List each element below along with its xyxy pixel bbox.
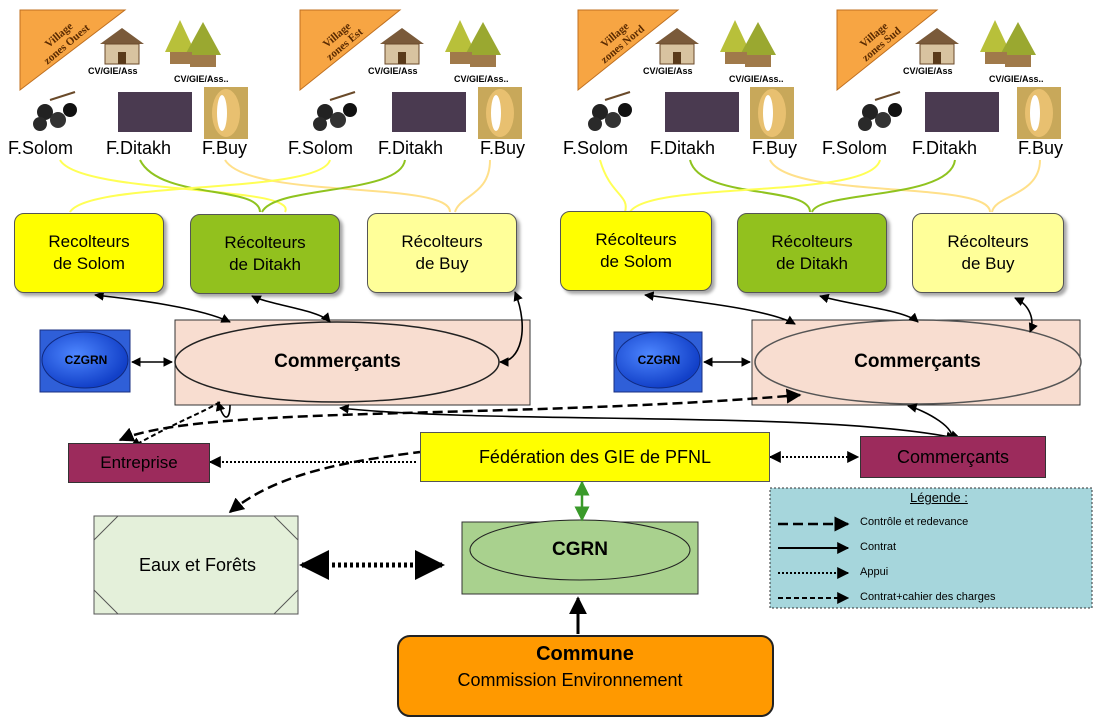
harvesters-product: de Buy <box>961 254 1015 273</box>
harvesters-title: Recolteurs <box>48 232 130 251</box>
village-tag <box>299 9 402 92</box>
legend-item-contract: Contrat <box>860 541 897 553</box>
harvesters-product: de Ditakh <box>776 254 848 273</box>
commune-subtitle: Commission Environnement <box>457 669 683 690</box>
fruit-label-ditakh: F.Ditakh <box>378 138 444 158</box>
harvesters-product: de Ditakh <box>229 255 301 274</box>
harvesters-title: Récolteurs <box>947 232 1029 251</box>
ditakh-fruit-icon <box>392 92 466 132</box>
hut-icon <box>915 28 959 65</box>
legend-item-control: Contrôle et redevance <box>860 516 969 528</box>
fruit-label-solom: F.Solom <box>822 138 888 158</box>
cv-label: CV/GIE/Ass <box>88 66 138 76</box>
ditakh-fruit-icon <box>925 92 999 132</box>
fruit-label-buy: F.Buy <box>1018 138 1064 158</box>
cv-label: CV/GIE/Ass.. <box>729 74 784 84</box>
cv-label: CV/GIE/Ass.. <box>989 74 1044 84</box>
harvesters-title: Récolteurs <box>771 232 853 251</box>
fruit-label-solom: F.Solom <box>288 138 354 158</box>
ditakh-fruit-icon <box>118 92 192 132</box>
solom-fruit-icon <box>313 91 357 131</box>
solom-fruit-icon <box>33 91 77 131</box>
czgrn-label-left: CZGRN <box>64 353 108 367</box>
villages <box>33 20 1061 139</box>
fruit-label-ditakh: F.Ditakh <box>106 138 172 158</box>
entreprise-box: Entreprise <box>68 443 210 483</box>
fruit-label-buy: F.Buy <box>480 138 526 158</box>
cv-label: CV/GIE/Ass <box>643 66 693 76</box>
harvesters-title: Récolteurs <box>595 230 677 249</box>
hut-icon <box>380 28 424 65</box>
village-tag <box>836 9 939 92</box>
eaux-forets-corner-lines <box>93 589 119 615</box>
commune-box <box>397 635 774 717</box>
czgrn-ball-left <box>41 331 129 389</box>
cv-label: CV/GIE/Ass <box>903 66 953 76</box>
hut-icon <box>100 28 144 65</box>
solom-fruit-icon <box>588 91 632 131</box>
harvesters-ditakh-left: Récolteurs de Ditakh <box>190 214 340 294</box>
straw-huts-icon <box>980 20 1036 67</box>
czgrn-label-right: CZGRN <box>637 353 681 367</box>
harvesters-buy-right: Récolteurs de Buy <box>912 213 1064 293</box>
ditakh-fruit-icon <box>665 92 739 132</box>
fruit-label-solom: F.Solom <box>8 138 74 158</box>
support-links <box>208 451 860 468</box>
harvesters-title: Récolteurs <box>224 233 306 252</box>
fruit-connections <box>59 159 1041 213</box>
harvesters-buy-left: Récolteurs de Buy <box>367 213 517 293</box>
eaux-forets-label: Eaux et Forêts <box>138 554 257 575</box>
village-tag <box>577 9 680 92</box>
straw-huts-icon <box>165 20 221 67</box>
harvesters-product: de Buy <box>415 254 469 273</box>
cv-label: CV/GIE/Ass <box>368 66 418 76</box>
eaux-forets-corner-lines <box>273 589 299 615</box>
fruit-label-ditakh: F.Ditakh <box>912 138 978 158</box>
eaux-forets-corner-lines <box>93 515 119 541</box>
fruit-label-solom: F.Solom <box>563 138 629 158</box>
commune-title: Commune <box>536 642 634 665</box>
harvesters-solom-right: Récolteurs de Solom <box>560 211 712 291</box>
legend-title: Légende : <box>910 490 968 505</box>
eaux-forets-corner-lines <box>273 515 299 541</box>
buy-fruit-icon <box>204 87 248 139</box>
harvesters-product: de Solom <box>53 254 125 273</box>
legend-item-contract-charges: Contrat+cahier des charges <box>860 591 996 603</box>
commercants-external-box: Commerçants <box>860 436 1046 478</box>
village-tag <box>19 9 127 92</box>
straw-huts-icon <box>720 20 776 67</box>
buy-fruit-icon <box>478 87 522 139</box>
czgrn-ball-right <box>615 331 701 389</box>
commercants-label-left: Commerçants <box>274 351 401 372</box>
legend-item-support: Appui <box>860 566 889 578</box>
commercants-label-right: Commerçants <box>854 351 981 372</box>
harvesters-ditakh-right: Récolteurs de Ditakh <box>737 213 887 293</box>
eaux-forets-box <box>93 515 299 615</box>
contract-charges-links <box>128 401 221 449</box>
harvesters-solom-left: Recolteurs de Solom <box>14 213 164 293</box>
harvesters-title: Récolteurs <box>401 232 483 251</box>
cv-label: CV/GIE/Ass.. <box>174 74 229 84</box>
buy-fruit-icon <box>750 87 794 139</box>
cgrn-label: CGRN <box>552 539 608 560</box>
buy-fruit-icon <box>1017 87 1061 139</box>
harvester-commercant-arrows <box>94 291 1038 367</box>
fruit-label-ditakh: F.Ditakh <box>650 138 716 158</box>
fruit-label-buy: F.Buy <box>752 138 798 158</box>
cv-label: CV/GIE/Ass.. <box>454 74 509 84</box>
solom-fruit-icon <box>858 91 902 131</box>
hut-icon <box>655 28 699 65</box>
harvesters-product: de Solom <box>600 252 672 271</box>
federation-box: Fédération des GIE de PFNL <box>420 432 770 482</box>
straw-huts-icon <box>445 20 501 67</box>
fruit-label-buy: F.Buy <box>202 138 248 158</box>
